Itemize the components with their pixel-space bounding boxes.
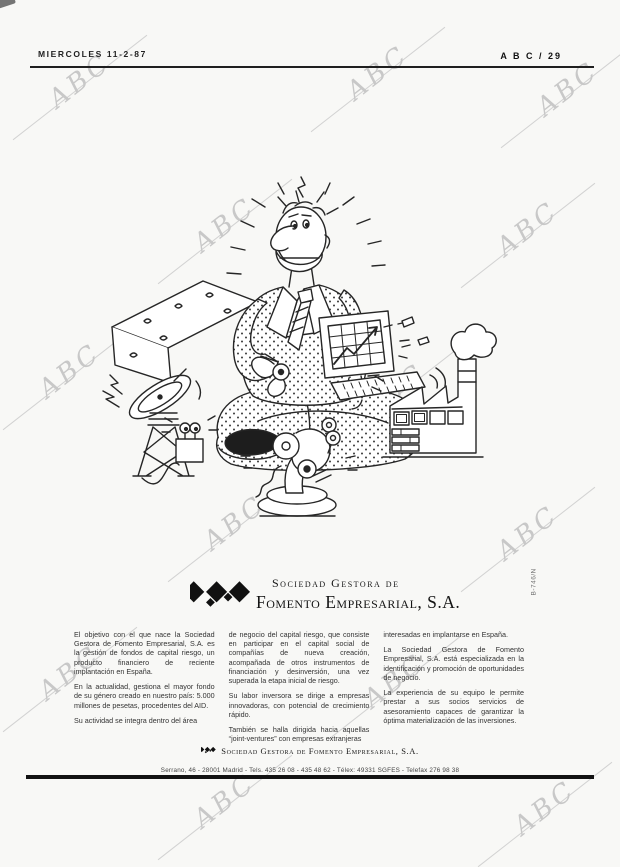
- footer-address: Serrano, 46 - 28001 Madrid - Tels. 435 2…: [160, 767, 460, 774]
- ad-paragraph: La experiencia de su equipo le permite p…: [383, 688, 525, 725]
- logo-line-2: Fomento Empresarial, S.A.: [256, 592, 461, 612]
- ad-text-column-3: interesadas en implantarse en España. La…: [383, 630, 524, 749]
- abc-watermark: ABC: [341, 39, 415, 107]
- ad-paragraph: interesadas en implantarse en España.: [383, 630, 509, 639]
- portable-computer-icon: [318, 310, 395, 388]
- wind-up-key-icon: [251, 356, 290, 397]
- ad-text-column-2: de negocio del capital riesgo, que consi…: [229, 630, 370, 749]
- abc-watermark: ABC: [531, 55, 605, 123]
- ad-paragraph: En la actualidad, gestiona el mayor fond…: [74, 682, 215, 710]
- microscope-machine-icon: [240, 417, 358, 517]
- wind-up-robot-icon: [141, 415, 218, 485]
- header-rule: [30, 66, 594, 68]
- ad-paragraph: de negocio del capital riesgo, que consi…: [228, 630, 370, 686]
- advertiser-logo: Sociedad Gestora de Fomento Empresarial,…: [190, 570, 460, 628]
- company-logo-text: Sociedad Gestora de Fomento Empresarial,…: [256, 576, 460, 613]
- ad-paragraph: Su actividad se integra dentro del área: [74, 715, 198, 725]
- company-logo-icon: [190, 570, 252, 626]
- factory-icon: [371, 323, 497, 458]
- ad-paragraph: La Sociedad Gestora de Fomento Empresari…: [383, 645, 525, 682]
- footer-company-name: Sociedad Gestora de Fomento Empresarial,…: [221, 746, 419, 756]
- abc-watermark: ABC: [508, 774, 582, 842]
- ad-footer: Sociedad Gestora de Fomento Empresarial,…: [0, 744, 620, 774]
- ad-paragraph: Su labor inversora se dirige a empresas …: [228, 691, 370, 719]
- keyboard-icon: [330, 316, 430, 410]
- logo-line-1: Sociedad Gestora de: [272, 576, 400, 590]
- page-date: MIERCOLES 11-2-87: [38, 49, 147, 59]
- scan-artifact: [0, 0, 16, 9]
- bottom-rule: [26, 775, 594, 779]
- cartoon-illustration: [102, 176, 497, 517]
- satellite-dish-icon: [102, 368, 202, 420]
- lattice-tower-icon: [132, 412, 195, 477]
- ad-paragraph: También se halla dirigida hacia aquellas…: [228, 724, 370, 744]
- footer-logo-icon: [201, 744, 216, 758]
- ad-body-text: El objetivo con el que nace la Sociedad …: [74, 630, 524, 749]
- footer-brand: Sociedad Gestora de Fomento Empresarial,…: [201, 744, 418, 758]
- ad-paragraph: El objetivo con el que nace la Sociedad …: [74, 630, 215, 676]
- side-code: B-746/N: [530, 568, 538, 596]
- abc-watermark: ABC: [33, 337, 107, 405]
- crate-icon: [111, 280, 259, 384]
- ad-text-column-1: El objetivo con el que nace la Sociedad …: [74, 630, 215, 749]
- page-number: A B C / 29: [500, 51, 562, 61]
